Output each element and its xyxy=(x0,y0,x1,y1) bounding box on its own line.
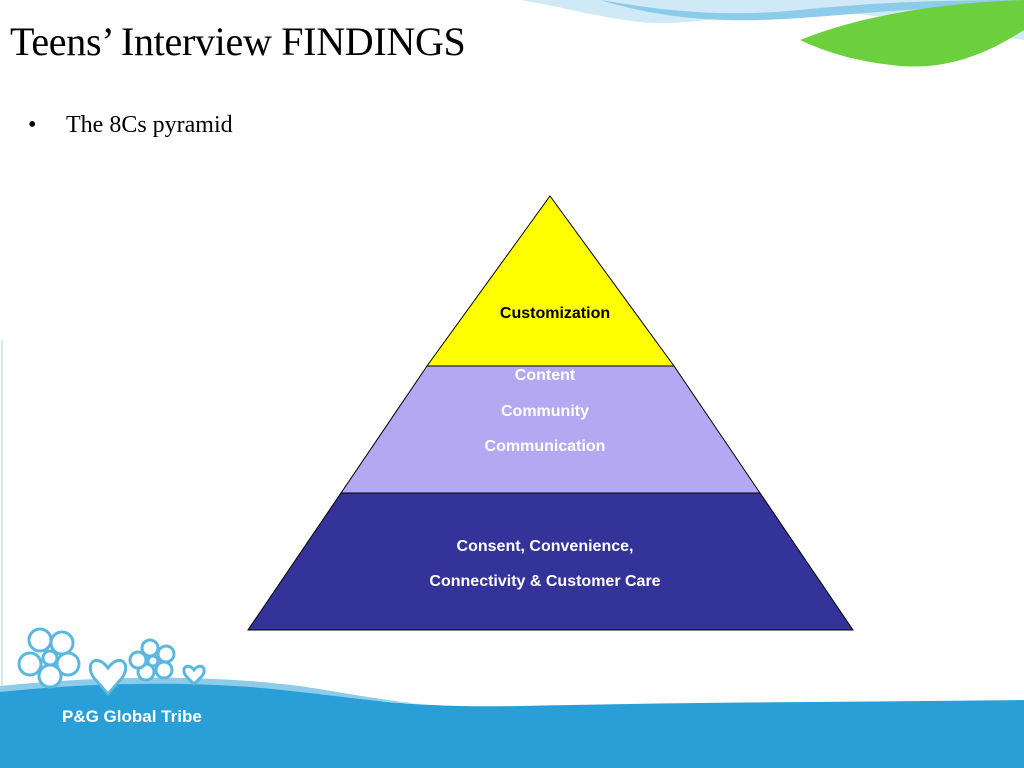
bullet-marker: • xyxy=(28,112,37,138)
pyramid-level-bottom xyxy=(247,492,854,631)
slide-title: Teens’ Interview FINDINGS xyxy=(10,19,466,64)
green-leaf-decoration xyxy=(800,0,1024,67)
heart-icon-small xyxy=(182,664,206,687)
top-wave-stripe xyxy=(600,0,1024,21)
pyramid-label-consent-convenience: Consent, Convenience, xyxy=(456,538,634,555)
pyramid-label-connectivity-customer-care: Connectivity & Customer Care xyxy=(429,573,661,590)
flower-icon-small xyxy=(128,638,176,682)
pyramid-level-middle xyxy=(340,365,761,494)
flower-icon xyxy=(17,627,81,689)
bullet-text: The 8Cs pyramid xyxy=(66,112,233,138)
pyramid-label-communication: Communication xyxy=(484,438,606,455)
footer-brand-label: P&G Global Tribe xyxy=(62,707,202,726)
pyramid-label-customization: Customization xyxy=(499,305,611,322)
pyramid-level-top xyxy=(426,195,675,367)
bullet-item: • The 8Cs pyramid xyxy=(28,112,233,139)
pyramid-label-community: Community xyxy=(501,403,589,420)
heart-icon xyxy=(88,658,128,697)
pyramid-label-content: Content xyxy=(514,367,576,384)
footer-band xyxy=(0,681,1024,768)
